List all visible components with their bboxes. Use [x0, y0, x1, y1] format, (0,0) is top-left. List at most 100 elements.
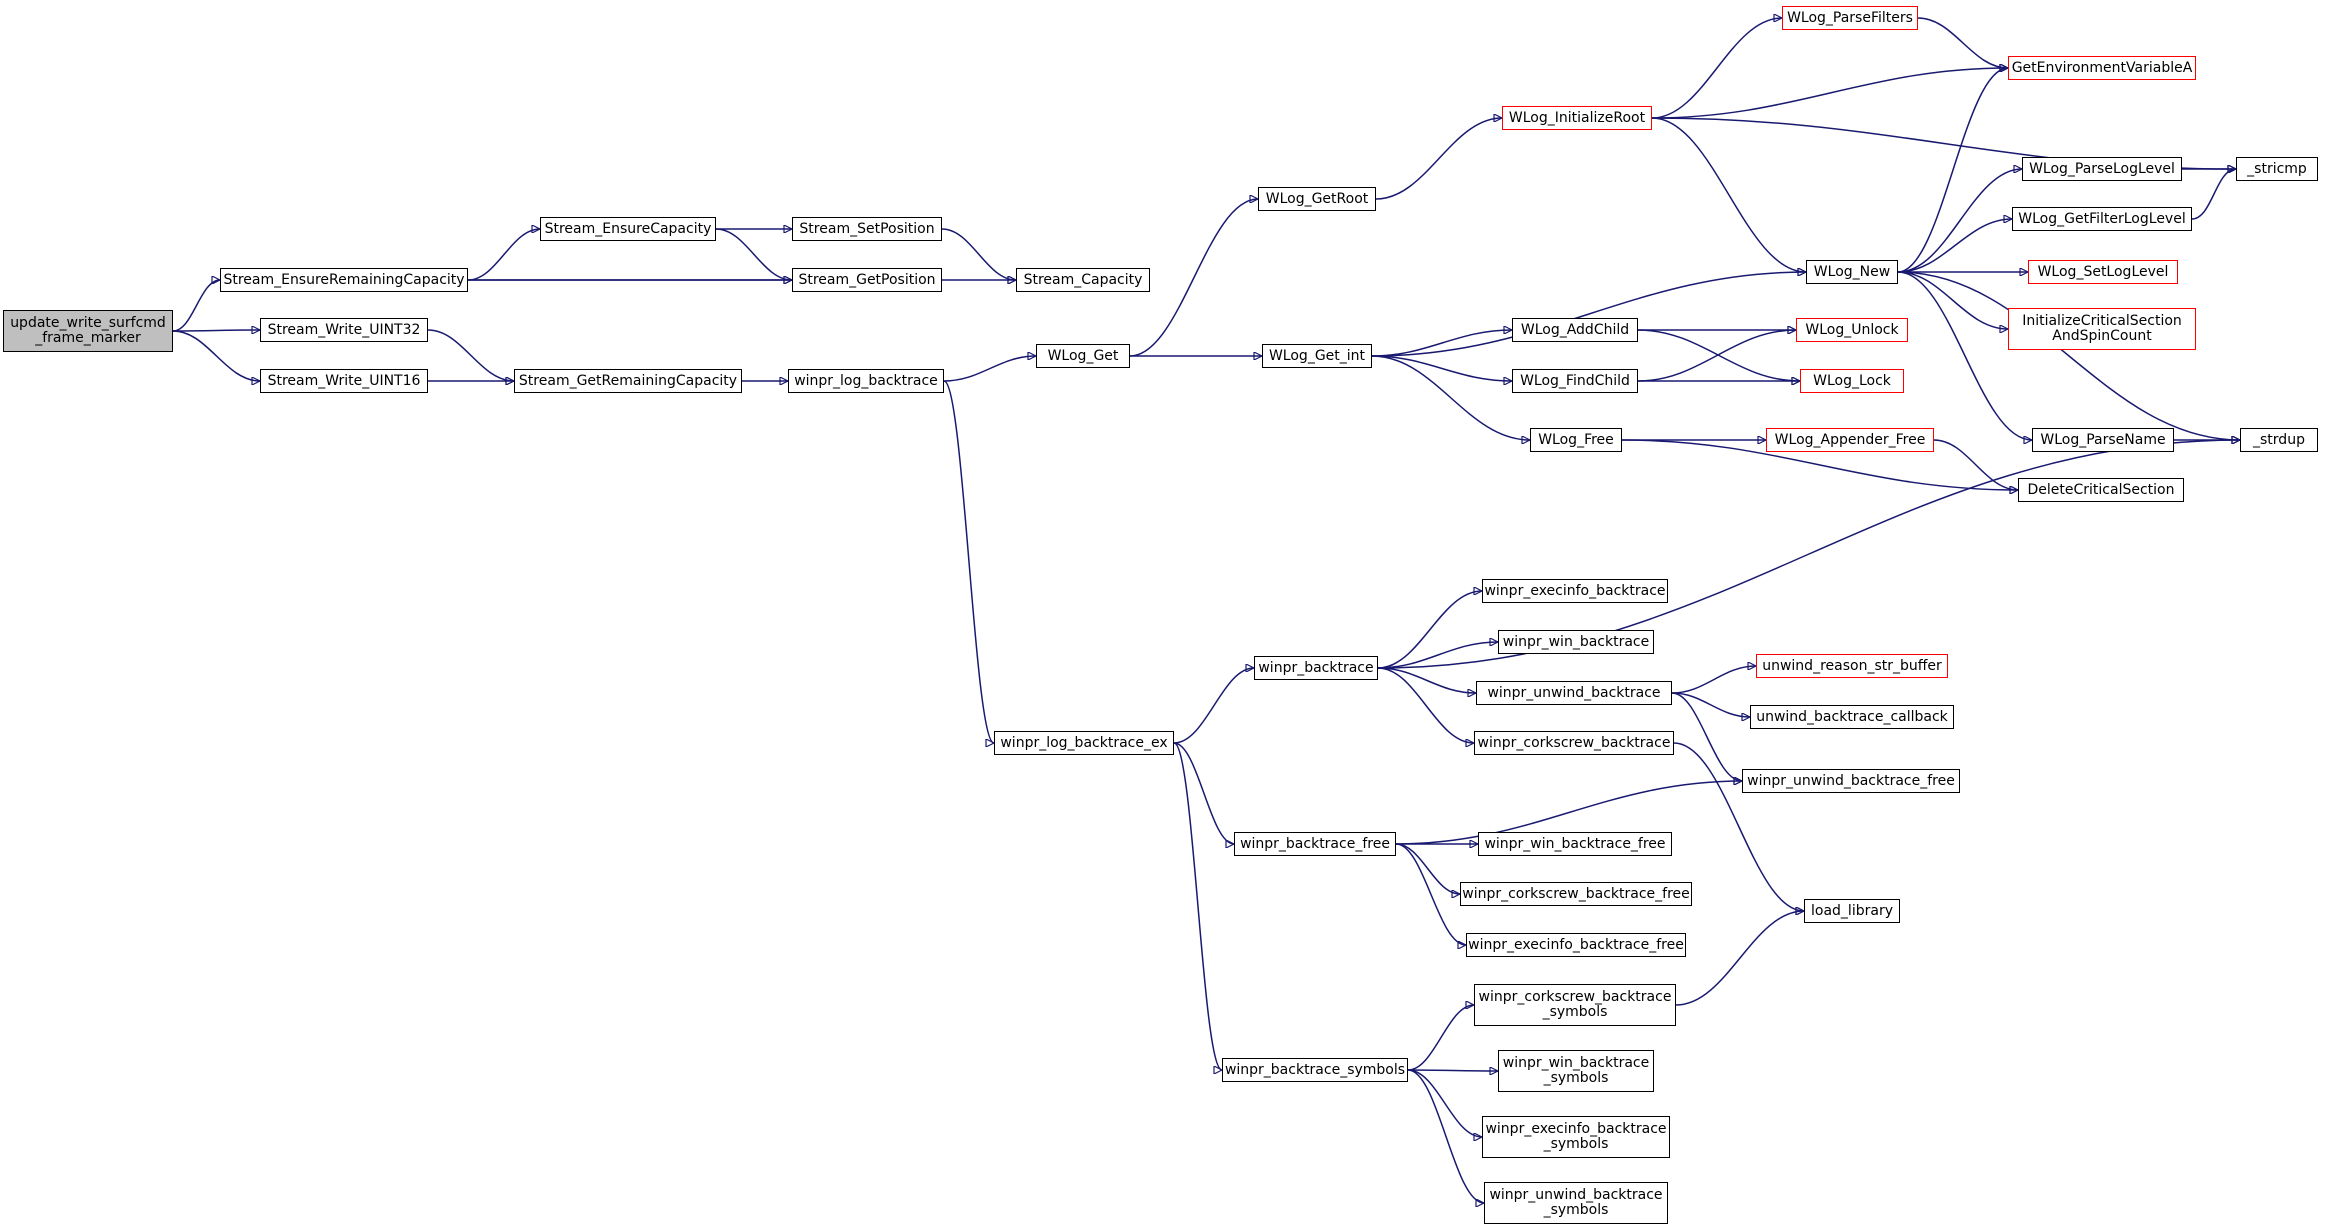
edge-btsym-to-corksym: [1407, 1005, 1474, 1071]
edge-unwindbt-to-unwindreason: [1671, 666, 1756, 694]
node-winpr-win-backtrace-symbols[interactable]: winpr_win_backtrace _symbols: [1498, 1050, 1654, 1092]
edge-initroot-to-new: [1651, 117, 1806, 272]
node-winpr-unwind-backtrace-symbols[interactable]: winpr_unwind_backtrace _symbols: [1484, 1182, 1668, 1224]
edge-bt-to-execbt: [1377, 591, 1482, 669]
edge-initroot-to-getenv: [1651, 68, 2008, 119]
edge-btfree-to-corkbtfree: [1395, 843, 1460, 894]
edge-unwindbt-to-unwindbtfree: [1671, 692, 1742, 781]
edge-sercap-to-ecap: [467, 229, 540, 281]
edge-findchild-to-unlock: [1637, 330, 1796, 382]
edge-getfilterlevel-to-stricmp: [2191, 169, 2236, 220]
edge-corksym-to-loadlib: [1675, 911, 1804, 1006]
node-wlog-parse-log-level[interactable]: WLog_ParseLogLevel: [2022, 157, 2182, 181]
node-winpr-corkscrew-backtrace[interactable]: winpr_corkscrew_backtrace: [1474, 731, 1674, 755]
edge-btsym-to-unwindsym: [1407, 1069, 1484, 1203]
edge-wr32-to-getrem: [427, 329, 514, 381]
node-stream-capacity[interactable]: Stream_Capacity: [1016, 268, 1150, 292]
node-wlog-get-int[interactable]: WLog_Get_int: [1262, 344, 1372, 368]
node-wlog-find-child[interactable]: WLog_FindChild: [1512, 369, 1638, 393]
node-wlog-get-root[interactable]: WLog_GetRoot: [1258, 187, 1376, 211]
edge-parsefilters-to-getenv: [1917, 17, 2008, 68]
node-stream-get-position[interactable]: Stream_GetPosition: [792, 268, 942, 292]
edge-getint-to-free: [1371, 355, 1530, 440]
node-stream-write-uint32[interactable]: Stream_Write_UINT32: [260, 318, 428, 342]
edge-free-to-delcs: [1621, 439, 2018, 490]
node-wlog-lock[interactable]: WLog_Lock: [1800, 369, 1904, 393]
node-stream-set-position[interactable]: Stream_SetPosition: [792, 217, 942, 241]
edge-new-to-parsename: [1897, 271, 2032, 440]
node-wlog-free[interactable]: WLog_Free: [1530, 428, 1622, 452]
node-winpr-backtrace[interactable]: winpr_backtrace: [1254, 656, 1378, 680]
edge-new-to-parseloglevel: [1897, 169, 2022, 273]
edge-ecap-to-getpos: [715, 228, 792, 280]
node-winpr-backtrace-free[interactable]: winpr_backtrace_free: [1234, 832, 1396, 856]
edge-new-to-getenv: [1897, 68, 2008, 273]
node-unwind-backtrace-callback[interactable]: unwind_backtrace_callback: [1750, 705, 1954, 729]
node-stream-ensure-capacity[interactable]: Stream_EnsureCapacity: [540, 217, 716, 241]
edge-new-to-initcs: [1897, 271, 2008, 329]
node-wlog-get[interactable]: WLog_Get: [1036, 344, 1130, 368]
node-load-library[interactable]: load_library: [1804, 899, 1900, 923]
edge-bt-to-unwindbt: [1377, 667, 1476, 693]
edge-addchild-to-lock: [1637, 329, 1800, 381]
node-winpr-execinfo-backtrace-symbols[interactable]: winpr_execinfo_backtrace _symbols: [1482, 1116, 1670, 1158]
edge-btfree-to-execbtfree: [1395, 843, 1466, 945]
node-winpr-corkscrew-backtrace-free[interactable]: winpr_corkscrew_backtrace_free: [1460, 882, 1692, 906]
node-strdup[interactable]: _strdup: [2240, 428, 2318, 452]
node-winpr-corkscrew-backtrace-symbols[interactable]: winpr_corkscrew_backtrace _symbols: [1474, 984, 1676, 1026]
node-winpr-win-backtrace-free[interactable]: winpr_win_backtrace_free: [1478, 832, 1672, 856]
edge-btsym-to-execsym: [1407, 1069, 1482, 1137]
edge-root-to-wr16: [172, 330, 260, 381]
node-wlog-appender-free[interactable]: WLog_Appender_Free: [1766, 428, 1934, 452]
node-wlog-new[interactable]: WLog_New: [1806, 260, 1898, 284]
node-wlog-parse-filters[interactable]: WLog_ParseFilters: [1782, 6, 1918, 30]
edge-setpos-to-cap: [941, 228, 1016, 280]
node-winpr-execinfo-backtrace[interactable]: winpr_execinfo_backtrace: [1482, 579, 1668, 603]
node-winpr-log-backtrace-ex[interactable]: winpr_log_backtrace_ex: [994, 731, 1174, 755]
edge-getint-to-findchild: [1371, 355, 1512, 381]
node-wlog-unlock[interactable]: WLog_Unlock: [1796, 318, 1908, 342]
node-unwind-reason-str-buffer[interactable]: unwind_reason_str_buffer: [1756, 654, 1948, 678]
node-stricmp[interactable]: _stricmp: [2236, 157, 2318, 181]
edge-getroot-to-initroot: [1375, 118, 1502, 200]
edge-new-to-strdup: [1897, 271, 2240, 440]
edge-getint-to-new: [1371, 272, 1806, 357]
edge-initroot-to-parsefilters: [1651, 18, 1782, 119]
node-delete-critical-section[interactable]: DeleteCriticalSection: [2018, 478, 2184, 502]
edge-wlogget-to-getroot: [1129, 199, 1258, 357]
node-wlog-initialize-root[interactable]: WLog_InitializeRoot: [1502, 106, 1652, 130]
node-winpr-unwind-backtrace[interactable]: winpr_unwind_backtrace: [1476, 681, 1672, 705]
node-wlog-add-child[interactable]: WLog_AddChild: [1512, 318, 1638, 342]
edge-logbtex-to-btfree: [1173, 742, 1234, 844]
edge-unwindbt-to-unwindcb: [1671, 692, 1750, 717]
edge-logbtex-to-btsym: [1173, 742, 1222, 1070]
edge-logbt-to-logbtex: [943, 380, 994, 743]
node-stream-write-uint16[interactable]: Stream_Write_UINT16: [260, 369, 428, 393]
edge-root-to-wr32: [172, 330, 260, 331]
edge-appfree-to-delcs: [1933, 439, 2018, 490]
edge-corkbt-to-loadlib: [1673, 742, 1804, 911]
edge-new-to-getfilterlevel: [1897, 219, 2012, 273]
edge-logbtex-to-bt: [1173, 668, 1254, 744]
edge-btsym-to-winsym: [1407, 1070, 1498, 1071]
edge-getint-to-addchild: [1371, 330, 1512, 357]
node-wlog-parse-name[interactable]: WLog_ParseName: [2032, 428, 2174, 452]
node-winpr-backtrace-symbols[interactable]: winpr_backtrace_symbols: [1222, 1058, 1408, 1082]
node-wlog-set-log-level[interactable]: WLog_SetLogLevel: [2028, 260, 2178, 284]
node-stream-get-remaining-capacity[interactable]: Stream_GetRemainingCapacity: [514, 369, 742, 393]
node-wlog-get-filter-log-level[interactable]: WLog_GetFilterLogLevel: [2012, 207, 2192, 231]
edge-bt-to-winbt: [1377, 642, 1498, 669]
node-get-environment-variable-a[interactable]: GetEnvironmentVariableA: [2008, 56, 2196, 80]
node-update-write-surfcmd-frame-marker: update_write_surfcmd _frame_marker: [3, 310, 173, 352]
edge-root-to-sercap: [172, 280, 220, 332]
edge-bt-to-corkbt: [1377, 667, 1474, 743]
node-winpr-log-backtrace[interactable]: winpr_log_backtrace: [788, 369, 944, 393]
node-winpr-execinfo-backtrace-free[interactable]: winpr_execinfo_backtrace_free: [1466, 933, 1686, 957]
node-winpr-win-backtrace[interactable]: winpr_win_backtrace: [1498, 630, 1654, 654]
node-winpr-unwind-backtrace-free[interactable]: winpr_unwind_backtrace_free: [1742, 769, 1960, 793]
node-stream-ensure-remaining-capacity[interactable]: Stream_EnsureRemainingCapacity: [220, 268, 468, 292]
edge-bt-to-strdup: [1377, 440, 2240, 669]
node-initialize-critical-section-and-spin-count[interactable]: InitializeCriticalSection AndSpinCount: [2008, 308, 2196, 350]
